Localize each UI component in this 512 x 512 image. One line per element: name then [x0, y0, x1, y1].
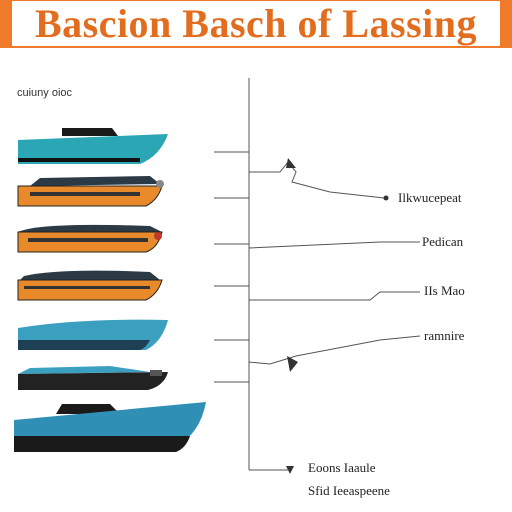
boat-diagram [14, 78, 421, 474]
connector-lines [248, 161, 421, 471]
label-3: IIs Mao [424, 283, 465, 298]
page-title: Bascion Basch of Lassing [34, 1, 478, 46]
label-2: Pedican [422, 234, 464, 249]
label-1: Ilkwucepeat [398, 190, 462, 205]
title-box: Bascion Basch of Lassing [12, 1, 500, 46]
label-6: Sfid Ieeaspeene [308, 483, 390, 498]
title-banner: Bascion Basch of Lassing [0, 0, 512, 48]
boat-5-icon [18, 319, 168, 350]
label-4: ramnire [424, 328, 465, 343]
legend-subtitle: cuiuny oioc [17, 87, 73, 99]
label-5: Eoons Iaaule [308, 460, 376, 475]
boat-6-icon [18, 366, 168, 390]
boat-1-icon [18, 128, 168, 164]
arrow-markers [286, 158, 389, 474]
axis-ticks [214, 151, 249, 383]
boat-4-icon [17, 270, 163, 301]
boat-2-icon [17, 176, 164, 207]
boat-7-icon [14, 402, 206, 452]
boat-3-icon [17, 224, 163, 253]
